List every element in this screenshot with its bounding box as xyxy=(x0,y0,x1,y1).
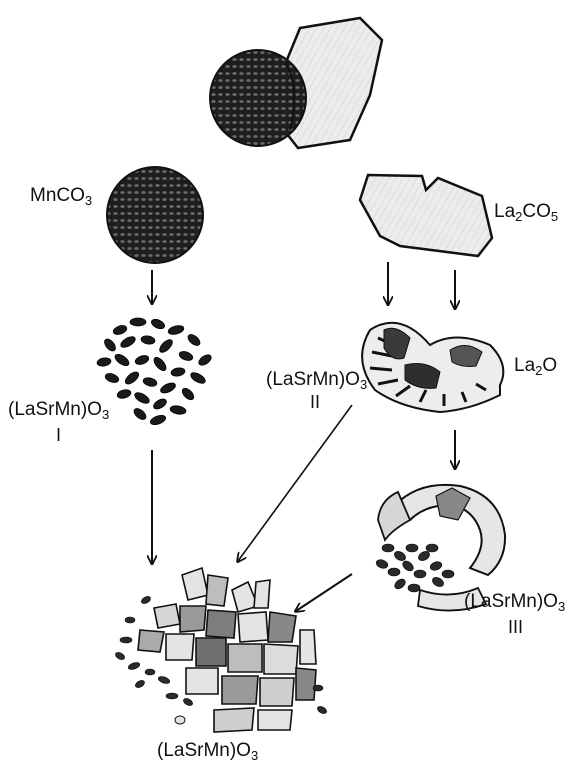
label-final-product: (LaSrMn)O3 xyxy=(157,741,258,762)
la2o-particle xyxy=(362,323,503,412)
label-product-iii: (LaSrMn)O3 xyxy=(464,592,565,613)
label-product-ii-numeral: II xyxy=(310,393,320,411)
label-product-i-numeral: I xyxy=(56,426,61,444)
label-mnco3: MnCO3 xyxy=(30,186,92,207)
label-product-i: (LaSrMn)O3 xyxy=(8,400,109,421)
mixed-precursor-particle xyxy=(210,18,382,148)
label-product-ii: (LaSrMn)O3 xyxy=(266,370,367,391)
arrow-ii-to-final xyxy=(238,405,352,561)
mnco3-particle xyxy=(107,167,203,263)
la2co5-particle xyxy=(360,175,492,256)
label-la2co5: La2CO5 xyxy=(494,202,558,223)
label-product-iii-numeral: III xyxy=(508,618,523,636)
product-i-particle xyxy=(96,317,213,426)
arrow-iii-to-final xyxy=(296,574,352,611)
label-la2o: La2O xyxy=(514,356,557,377)
final-product-particle xyxy=(114,568,328,732)
